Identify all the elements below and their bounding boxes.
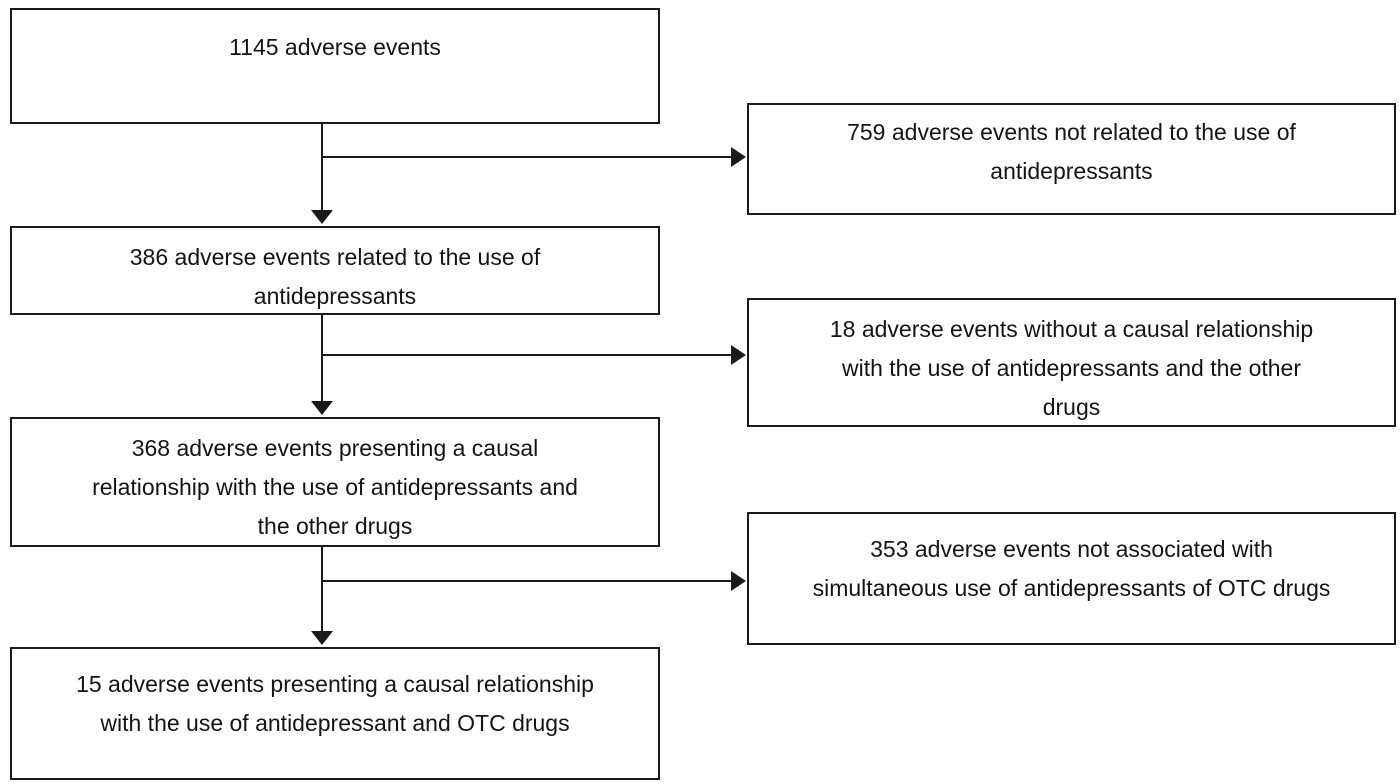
flow-box-total-adverse-events: 1145 adverse events	[10, 8, 660, 124]
arrow-right-icon	[731, 147, 746, 167]
connector-line-related-to-without-causal	[322, 354, 731, 356]
flow-box-not-simultaneous-events: 353 adverse events not associated with s…	[747, 512, 1396, 645]
arrow-down-icon	[311, 631, 333, 645]
arrow-right-icon	[731, 571, 746, 591]
connector-line-causal-to-causal-otc	[321, 547, 323, 631]
arrow-down-icon	[311, 210, 333, 224]
connector-line-total-to-not-related	[322, 156, 731, 158]
flow-box-not-related-events: 759 adverse events not related to the us…	[747, 103, 1396, 215]
connector-line-related-to-causal	[321, 315, 323, 401]
arrow-right-icon	[731, 345, 746, 365]
flow-box-related-adverse-events: 386 adverse events related to the use of…	[10, 226, 660, 315]
flow-box-causal-otc-events: 15 adverse events presenting a causal re…	[10, 647, 660, 780]
connector-line-causal-to-not-simultaneous	[322, 580, 731, 582]
connector-line-total-to-related	[321, 124, 323, 210]
flow-box-without-causal-events: 18 adverse events without a causal relat…	[747, 298, 1396, 427]
flow-box-causal-relationship-events: 368 adverse events presenting a causal r…	[10, 417, 660, 547]
arrow-down-icon	[311, 401, 333, 415]
